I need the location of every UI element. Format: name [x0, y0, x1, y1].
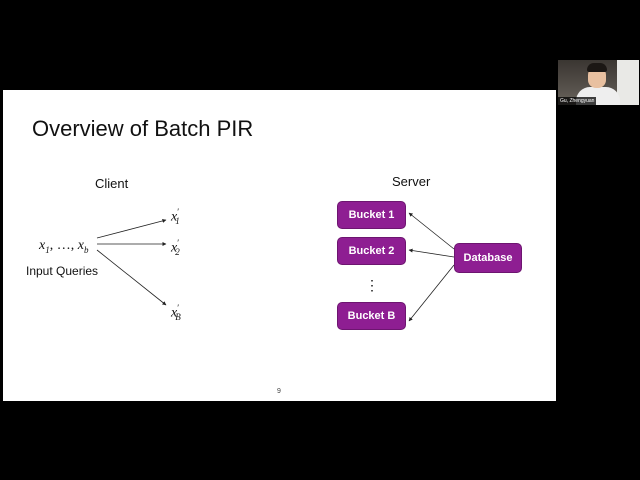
output-x2-sub: 2: [175, 247, 180, 258]
input-var-last: x: [77, 238, 84, 253]
output-x1-sub: 1: [175, 216, 180, 227]
participant-video-thumbnail[interactable]: Gu, Zhengyuan: [558, 60, 639, 105]
video-background: [617, 60, 639, 105]
page-number: 9: [277, 388, 281, 395]
input-var-first: x: [39, 238, 46, 253]
input-sub-first: 1: [45, 244, 50, 255]
arrow-to-x1: [96, 218, 167, 239]
bucket-B: Bucket B: [338, 303, 405, 329]
vertical-ellipsis: ⋮: [365, 277, 379, 293]
output-x1-var: x: [171, 209, 178, 225]
database-box: Database: [455, 244, 521, 272]
output-x2-var: x: [171, 240, 178, 256]
video-person-hair: [587, 63, 607, 72]
input-ellipsis: , …,: [49, 238, 78, 253]
arrow-to-bucket-2: [408, 248, 455, 258]
bucket-2: Bucket 2: [338, 238, 405, 264]
bucket-1: Bucket 1: [338, 202, 405, 228]
output-xB: x′B: [171, 303, 181, 322]
output-xB-prime: ′: [177, 303, 180, 313]
arrow-to-xB: [96, 249, 167, 306]
output-xB-sub: B: [175, 312, 181, 323]
participant-name-label: Gu, Zhengyuan: [558, 97, 597, 105]
output-x1-prime: ′: [177, 207, 180, 217]
output-x1: x′1: [171, 207, 180, 226]
arrows-layer: [96, 212, 455, 322]
input-queries-caption: Input Queries: [26, 264, 99, 278]
output-xB-var: x: [171, 305, 178, 321]
arrow-to-bucket-B: [408, 264, 455, 322]
client-heading: Client: [95, 176, 129, 191]
output-x2: x′2: [171, 238, 180, 257]
slide-title: Overview of Batch PIR: [32, 116, 254, 141]
server-heading: Server: [392, 174, 431, 189]
input-sub-last: b: [83, 244, 89, 255]
arrow-to-bucket-1: [408, 212, 455, 250]
client-inputs-formula: x1, …, xb: [39, 238, 88, 255]
output-x2-prime: ′: [177, 238, 180, 248]
slide: Overview of Batch PIR Client Server x1, …: [3, 90, 556, 401]
